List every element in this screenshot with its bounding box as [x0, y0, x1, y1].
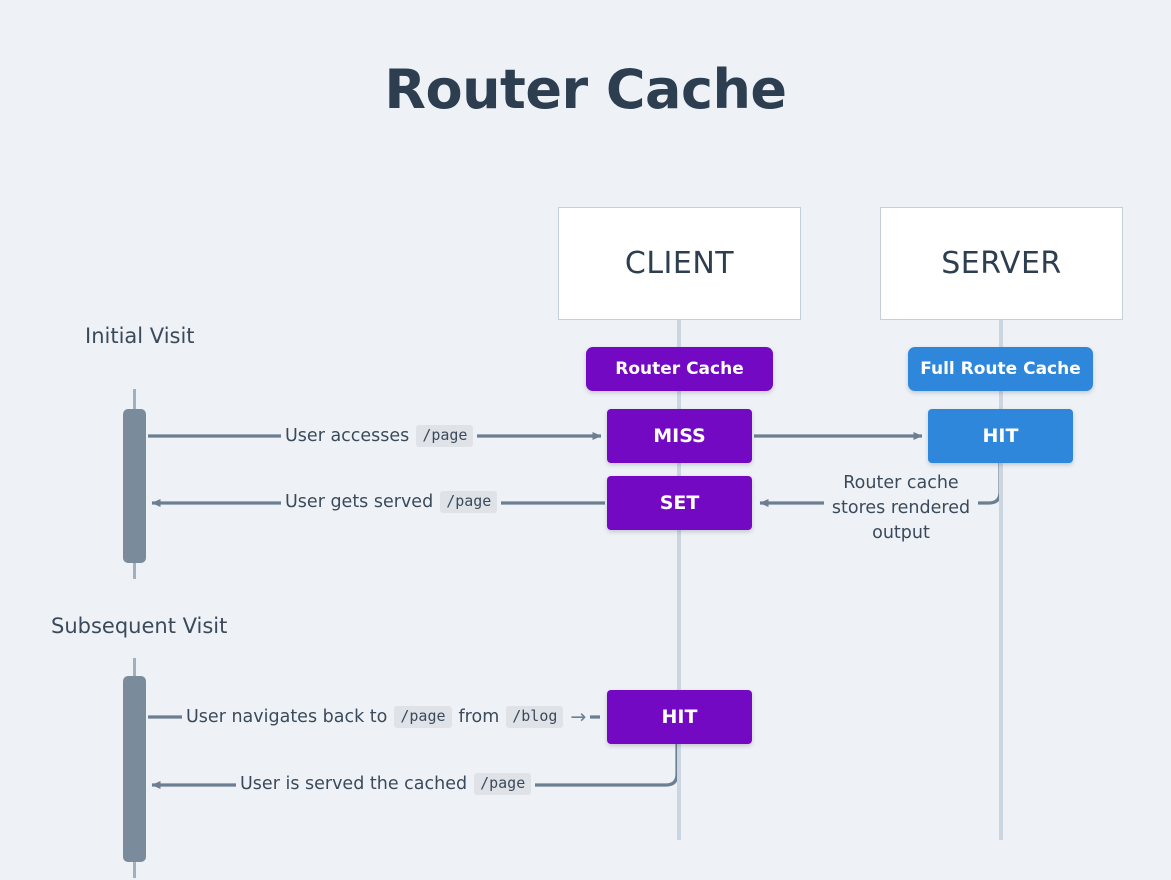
arrow-label-user-gets-served: User gets served /page: [281, 490, 502, 514]
badge-full-route-cache-label: Full Route Cache: [920, 359, 1081, 379]
code-chip-page: /page: [394, 706, 452, 728]
note-router-cache-stores-output: Router cache stores rendered output: [824, 469, 978, 548]
participant-server: SERVER: [880, 207, 1123, 320]
section-label-subsequent-visit: Subsequent Visit: [51, 614, 228, 638]
badge-router-cache: Router Cache: [586, 347, 773, 391]
state-box-hit-client: HIT: [607, 690, 752, 744]
arrow-label-user-gets-served-text: User gets served: [285, 492, 434, 512]
arrow-label-from-text: from: [458, 707, 500, 727]
arrow-label-user-navigates-back-text: User navigates back to: [186, 707, 388, 727]
badge-router-cache-label: Router Cache: [615, 359, 744, 379]
arrow-label-user-accesses: User accesses /page: [281, 424, 478, 448]
participant-server-label: SERVER: [941, 246, 1062, 281]
participant-client-label: CLIENT: [624, 246, 735, 281]
arrow-right-icon: →: [570, 705, 587, 728]
state-box-miss-label: MISS: [653, 425, 706, 447]
arrow-label-user-is-served-cached-text: User is served the cached: [240, 774, 468, 794]
code-chip-blog: /blog: [506, 706, 564, 728]
code-chip-page: /page: [440, 491, 498, 513]
page-title: Router Cache: [384, 58, 787, 121]
state-box-hit-client-label: HIT: [661, 706, 698, 728]
state-box-hit-server-label: HIT: [982, 425, 1019, 447]
arrow-label-user-is-served-cached: User is served the cached /page: [236, 772, 536, 796]
activation-bar-initial-visit: [123, 409, 146, 563]
activation-bar-subsequent-visit: [123, 676, 146, 862]
arrow-label-user-navigates-back: User navigates back to /page from /blog …: [182, 705, 591, 729]
section-label-initial-visit: Initial Visit: [85, 324, 195, 348]
state-box-set-label: SET: [659, 492, 700, 514]
state-box-set: SET: [607, 476, 752, 530]
badge-full-route-cache: Full Route Cache: [908, 347, 1093, 391]
state-box-hit-server: HIT: [928, 409, 1073, 463]
lifeline-server: [999, 320, 1003, 840]
participant-client: CLIENT: [558, 207, 801, 320]
code-chip-page: /page: [416, 425, 474, 447]
code-chip-page: /page: [474, 773, 532, 795]
state-box-miss: MISS: [607, 409, 752, 463]
arrow-label-user-accesses-text: User accesses: [285, 426, 410, 446]
lifeline-client: [677, 320, 681, 840]
